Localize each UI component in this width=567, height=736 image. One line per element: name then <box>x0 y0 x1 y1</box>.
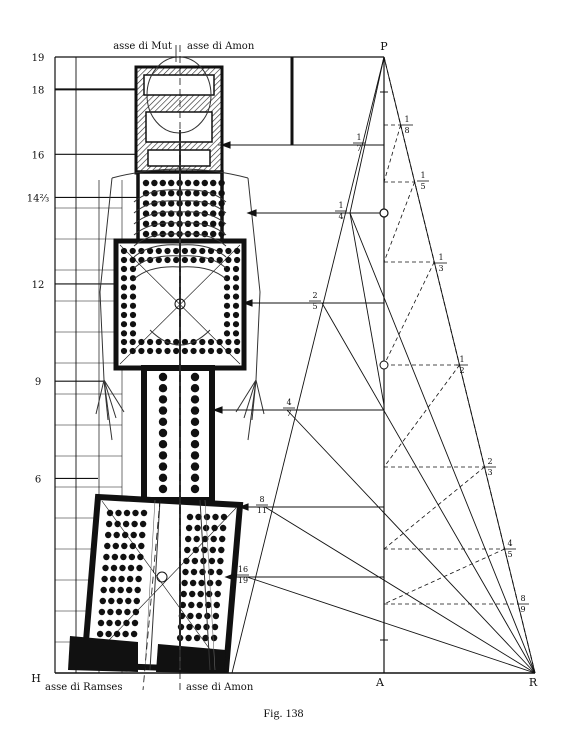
svg-text:11: 11 <box>257 506 267 515</box>
mut-axis-label: asse di Mut <box>113 41 172 52</box>
fraction-label: 47 <box>283 398 295 418</box>
scale-ticks: 19 18 16 14⅔ 12 9 6 <box>27 53 138 485</box>
ramses-axis-label: asse di Ramses <box>45 682 123 693</box>
svg-text:1: 1 <box>356 133 361 142</box>
point-h-label: H <box>31 672 41 685</box>
left-scale: 19 18 16 14⅔ 12 9 6 <box>27 53 138 673</box>
svg-text:8: 8 <box>520 594 525 603</box>
fraction-label: 14 <box>335 201 347 221</box>
scale-label: 16 <box>32 150 45 161</box>
svg-text:19: 19 <box>238 576 248 585</box>
amon-axis-top-label: asse di Amon <box>187 41 255 52</box>
pylon <box>68 636 138 672</box>
fraction-label: 23 <box>484 457 496 477</box>
svg-text:4: 4 <box>507 539 512 548</box>
fraction-label: 25 <box>309 291 321 311</box>
temple-plan <box>68 65 247 674</box>
svg-text:4: 4 <box>338 212 343 221</box>
svg-text:8: 8 <box>259 495 264 504</box>
scale-label: 18 <box>32 85 45 96</box>
fraction-label: 15 <box>417 171 429 191</box>
svg-text:9: 9 <box>520 605 525 614</box>
scale-label: 9 <box>35 377 41 388</box>
point-r-label: R <box>529 676 538 689</box>
svg-text:3: 3 <box>438 264 443 273</box>
svg-text:5: 5 <box>312 302 317 311</box>
scale-label: 14⅔ <box>27 193 50 204</box>
fraction-label: 89 <box>517 594 529 614</box>
svg-text:16: 16 <box>238 565 248 574</box>
amon-axis-bottom-label: asse di Amon <box>186 682 254 693</box>
figure-caption: Fig. 138 <box>263 706 304 720</box>
scale-label: 19 <box>32 53 45 64</box>
ramses-axis-line <box>142 499 161 691</box>
colonnade-corridor <box>141 365 215 503</box>
scale-label: 6 <box>35 474 41 485</box>
svg-text:2: 2 <box>312 291 317 300</box>
svg-text:1: 1 <box>420 171 425 180</box>
svg-text:3: 3 <box>487 468 492 477</box>
svg-text:7: 7 <box>286 409 291 418</box>
svg-text:5: 5 <box>420 182 425 191</box>
svg-text:8: 8 <box>404 126 409 135</box>
svg-text:1: 1 <box>438 253 443 262</box>
fraction-label: 45 <box>504 539 516 559</box>
svg-text:1: 1 <box>338 201 343 210</box>
fraction-label: 13 <box>435 253 447 273</box>
fraction-label: 811 <box>256 495 268 515</box>
fraction-label: 17 <box>353 133 365 153</box>
point-p-label: P <box>380 40 388 53</box>
svg-text:5: 5 <box>507 550 512 559</box>
svg-text:1: 1 <box>404 115 409 124</box>
point-a-label: A <box>375 676 385 689</box>
svg-text:2: 2 <box>459 366 464 375</box>
construction <box>212 56 536 674</box>
svg-text:4: 4 <box>286 398 291 407</box>
scale-label: 12 <box>32 280 45 291</box>
svg-text:7: 7 <box>356 144 361 153</box>
fraction-label: 18 <box>401 115 413 135</box>
svg-text:2: 2 <box>487 457 492 466</box>
fraction-label: 12 <box>456 355 468 375</box>
svg-text:1: 1 <box>459 355 464 364</box>
